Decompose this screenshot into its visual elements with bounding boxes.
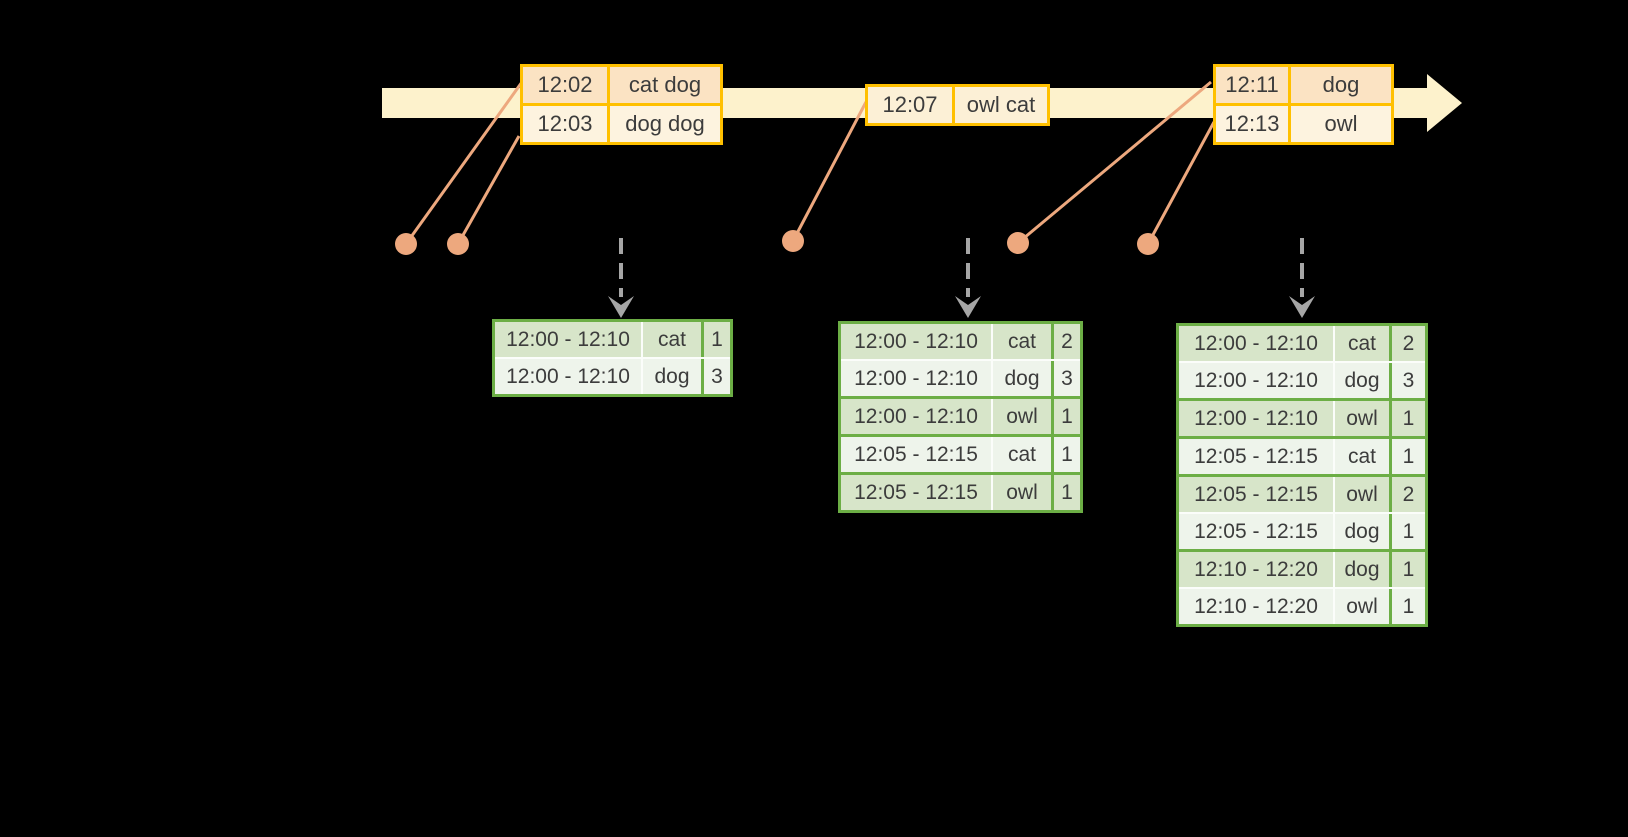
word-cell: owl (991, 399, 1051, 434)
window-cell: 12:00 - 12:10 (1194, 331, 1318, 355)
count-cell: 3 (701, 359, 730, 394)
word-cell: cat (991, 324, 1051, 359)
word-cell: dog (991, 361, 1051, 396)
window-cell: 12:00 - 12:10 (854, 366, 978, 390)
count-cell: 1 (1051, 475, 1080, 510)
window-cell: 12:05 - 12:15 (1194, 444, 1318, 468)
event-row: 12:07 owl cat (868, 87, 1047, 123)
event-dot-icon (395, 233, 417, 255)
word-cell: owl (1333, 589, 1389, 624)
window-cell: 12:05 - 12:15 (854, 480, 978, 504)
word-cell: dog (641, 359, 701, 394)
trigger-arrowheads (608, 296, 1315, 318)
event-row: 12:03 dog dog (523, 103, 720, 142)
word-cell: cat (991, 437, 1051, 472)
event-words-cell: owl cat (952, 87, 1047, 123)
event-dot-icon (447, 233, 469, 255)
count-cell: 1 (1389, 514, 1425, 549)
window-cell: 12:00 - 12:10 (1194, 406, 1318, 430)
window-cell: 12:00 - 12:10 (854, 404, 978, 428)
event-dots (395, 230, 1159, 255)
window-cell: 12:00 - 12:10 (854, 329, 978, 353)
word-cell: owl (1333, 401, 1389, 436)
event-time-cell: 12:11 (1225, 72, 1279, 97)
word-cell: cat (1333, 439, 1389, 474)
count-cell: 2 (1389, 477, 1425, 512)
window-cell: 12:10 - 12:20 (1194, 557, 1318, 581)
event-row: 12:11 dog (1216, 67, 1391, 103)
event-time-cell: 12:13 (1224, 111, 1280, 136)
word-cell: dog (1333, 514, 1389, 549)
window-cell: 12:00 - 12:10 (506, 364, 630, 388)
down-arrowhead-icon (955, 296, 981, 318)
window-cell: 12:00 - 12:10 (506, 327, 630, 351)
event-row: 12:02 cat dog (523, 67, 720, 103)
event-words-cell: dog (1288, 67, 1391, 103)
event-table-1: 12:02 cat dog 12:03 dog dog (520, 64, 723, 145)
down-arrowhead-icon (608, 296, 634, 318)
event-dot-icon (782, 230, 804, 252)
event-connector-lines (404, 80, 1216, 245)
event-row: 12:13 owl (1216, 103, 1391, 142)
count-cell: 1 (1389, 589, 1425, 624)
word-cell: dog (1333, 363, 1389, 398)
window-cell: 12:10 - 12:20 (1194, 594, 1318, 618)
window-cell: 12:05 - 12:15 (1194, 519, 1318, 543)
count-cell: 3 (1051, 361, 1080, 396)
window-cell: 12:05 - 12:15 (854, 442, 978, 466)
event-table-2: 12:07 owl cat (865, 84, 1050, 126)
connector-line (456, 135, 521, 245)
count-cell: 3 (1389, 363, 1425, 398)
count-cell: 2 (1051, 324, 1080, 359)
connector-line (1146, 121, 1216, 245)
connector-line (791, 101, 868, 242)
event-words-cell: owl (1288, 106, 1391, 142)
event-table-3: 12:11 dog 12:13 owl (1213, 64, 1394, 145)
count-cell: 1 (701, 322, 730, 357)
window-cell: 12:00 - 12:10 (1194, 368, 1318, 392)
count-cell: 1 (1389, 401, 1425, 436)
word-cell: cat (641, 322, 701, 357)
window-cell: 12:05 - 12:15 (1194, 482, 1318, 506)
event-dot-icon (1007, 232, 1029, 254)
connector-line (404, 81, 524, 245)
count-cell: 1 (1389, 439, 1425, 474)
event-time-cell: 12:03 (537, 111, 593, 136)
count-cell: 1 (1051, 437, 1080, 472)
word-cell: dog (1333, 552, 1389, 587)
event-words-cell: cat dog (607, 67, 720, 103)
event-words-cell: dog dog (607, 106, 720, 142)
word-cell: owl (1333, 477, 1389, 512)
word-cell: cat (1333, 326, 1389, 361)
word-cell: owl (991, 475, 1051, 510)
connector-line (1017, 80, 1212, 245)
event-time-cell: 12:07 (882, 92, 938, 117)
count-cell: 1 (1051, 399, 1080, 434)
count-cell: 1 (1389, 552, 1425, 587)
event-time-cell: 12:02 (537, 72, 593, 97)
trigger-arrows (619, 238, 1304, 297)
count-cell: 2 (1389, 326, 1425, 361)
event-dot-icon (1137, 233, 1159, 255)
down-arrowhead-icon (1289, 296, 1315, 318)
